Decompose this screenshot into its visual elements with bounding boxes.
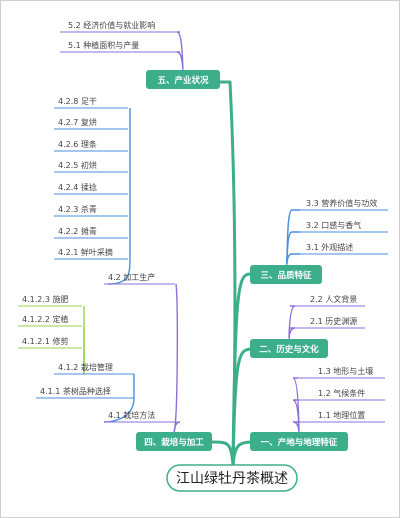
leaf-label[interactable]: 1.3 地形与土壤	[318, 366, 373, 376]
topic-node-t1[interactable]: 一、产地与地理特征	[250, 432, 348, 451]
leaf-label[interactable]: 1.2 气候条件	[318, 388, 365, 398]
leaf-label[interactable]: 4.1.2.1 修剪	[22, 336, 69, 346]
leaf-label[interactable]: 4.2.1 鲜叶采摘	[58, 247, 113, 257]
leaf-label[interactable]: 4.2.6 理条	[58, 139, 97, 149]
leaf-label[interactable]: 3.3 营养价值与功效	[306, 198, 377, 208]
leaf-label[interactable]: 3.2 口感与香气	[306, 220, 361, 230]
leaf-label[interactable]: 5.1 种植面积与产量	[68, 40, 139, 50]
topic-node-t4[interactable]: 四、栽培与加工	[136, 432, 212, 451]
topic-node-t2[interactable]: 二、历史与文化	[250, 339, 328, 358]
leaf-label[interactable]: 4.1.2 栽培管理	[58, 362, 113, 372]
topic-label: 二、历史与文化	[259, 344, 319, 355]
leaf-label[interactable]: 5.2 经济价值与就业影响	[68, 20, 155, 30]
root-node[interactable]: 江山绿牡丹茶概述	[166, 464, 298, 492]
leaf-label[interactable]: 3.1 外观描述	[306, 242, 353, 252]
leaf-label[interactable]: 4.1.1 茶树品种选择	[40, 386, 111, 396]
root-title: 江山绿牡丹茶概述	[176, 471, 288, 487]
topic-label: 一、产地与地理特征	[261, 437, 338, 448]
leaf-label[interactable]: 4.2.2 摊青	[58, 226, 97, 236]
leaf-label[interactable]: 4.1.2.3 施肥	[22, 294, 69, 304]
leaf-label[interactable]: 4.2.4 揉捻	[58, 182, 97, 192]
topic-label: 四、栽培与加工	[144, 437, 204, 448]
branch-connector	[107, 108, 131, 285]
topic-node-t3[interactable]: 三、品质特征	[250, 265, 322, 284]
branch-connector	[285, 209, 300, 266]
leaf-label[interactable]: 1.1 地理位置	[318, 410, 365, 420]
branch-connector	[176, 31, 184, 71]
branch-connector	[173, 283, 179, 433]
leaf-label[interactable]: 4.2 加工生产	[108, 272, 155, 282]
leaf-label[interactable]: 4.2.3 杀青	[58, 204, 97, 214]
branch-connector	[292, 377, 300, 433]
topic-label: 三、品质特征	[260, 270, 312, 281]
leaf-label[interactable]: 4.1 栽培方法	[108, 410, 155, 420]
branch-connector	[285, 253, 300, 266]
leaf-label[interactable]: 4.1.2.2 定植	[22, 314, 69, 324]
leaf-label[interactable]: 4.2.8 足干	[58, 97, 97, 106]
leaf-label[interactable]: 2.1 历史渊源	[310, 316, 357, 326]
leaf-label[interactable]: 4.2.7 复烘	[58, 117, 97, 127]
leaf-label[interactable]: 2.2 人文背景	[310, 294, 357, 304]
topic-node-t5[interactable]: 五、产业状况	[146, 70, 220, 89]
topic-label: 五、产业状况	[157, 75, 209, 86]
leaf-label[interactable]: 4.2.5 初烘	[58, 160, 97, 170]
